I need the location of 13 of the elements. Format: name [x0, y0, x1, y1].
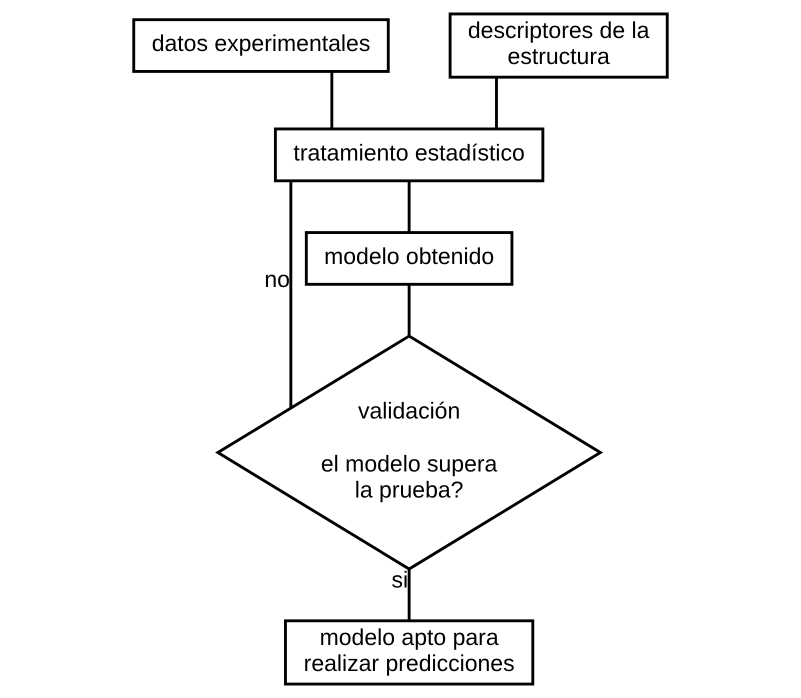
connector [408, 181, 411, 232]
node-box: descriptores de la estructura [448, 12, 669, 79]
node-box: tratamiento estadístico [274, 128, 544, 182]
connector [495, 78, 498, 128]
connector [408, 284, 411, 336]
connector [408, 569, 411, 621]
node-diamond: validación el modelo supera la prueba? [215, 334, 604, 571]
connector [289, 181, 292, 408]
node-box: modelo apto para realizar predicciones [284, 619, 534, 686]
edge-label: no [264, 266, 290, 292]
connector [330, 71, 334, 129]
node-box: modelo obtenido [304, 231, 514, 286]
node-box: datos experimentales [132, 18, 390, 73]
